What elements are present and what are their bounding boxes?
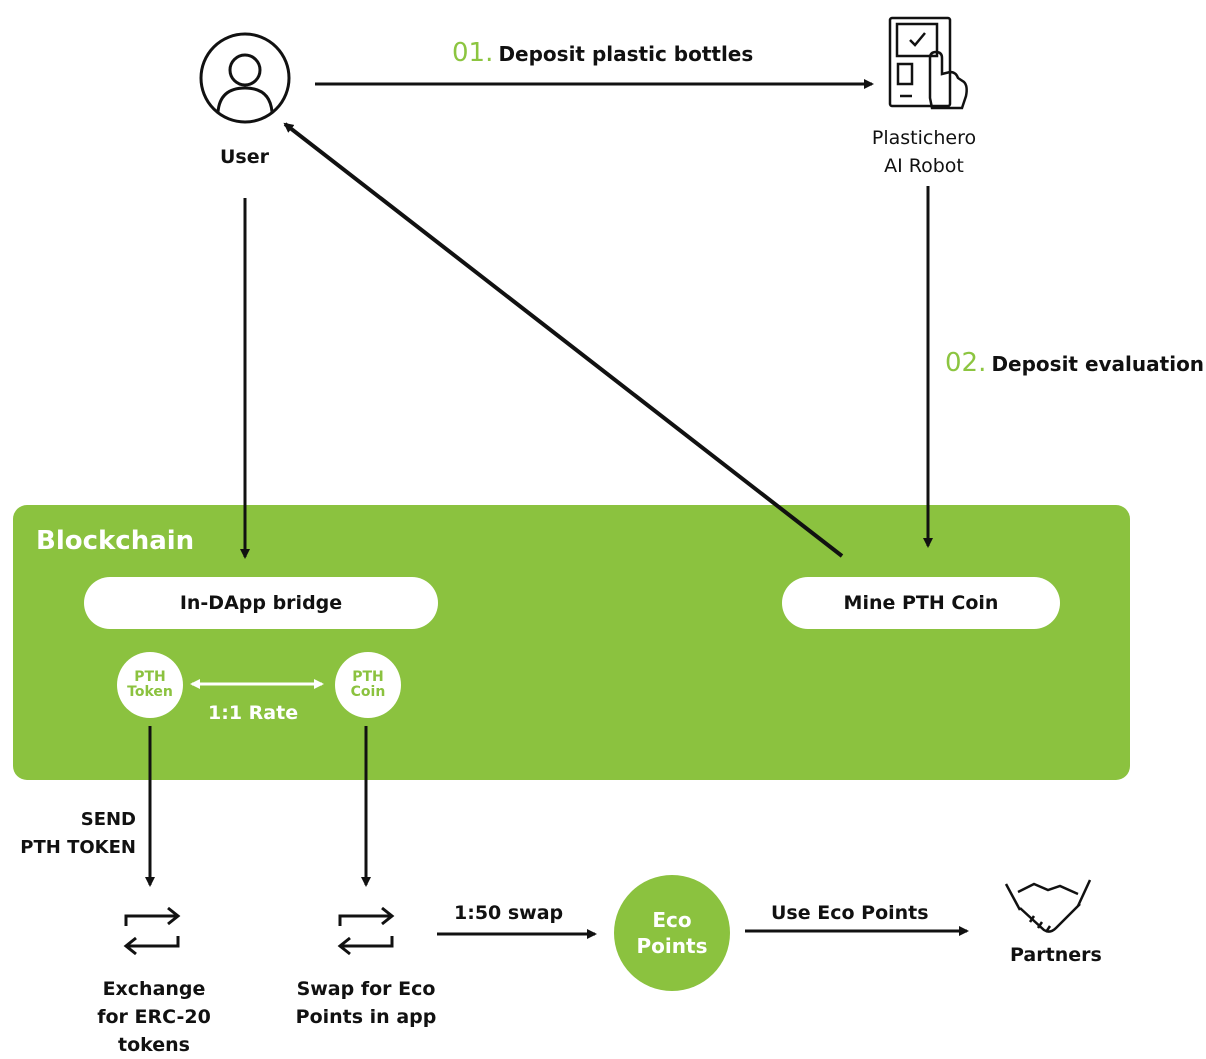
step2-text: Deposit evaluation: [991, 352, 1205, 376]
robot-label-line2: AI Robot: [884, 155, 964, 177]
eco-line1: Eco: [652, 908, 692, 932]
eco-points-node: Eco Points: [614, 875, 730, 991]
send-line1: SEND: [80, 809, 136, 830]
use-eco-points-label: Use Eco Points: [771, 902, 929, 924]
user-icon: [199, 32, 291, 124]
exchange-label: Exchange for ERC-20 tokens: [80, 975, 228, 1059]
pth-token-line2: Token: [127, 684, 173, 700]
send-line2: PTH TOKEN: [20, 837, 136, 858]
robot-label: Plastichero AI Robot: [858, 124, 990, 180]
partners-label: Partners: [1010, 944, 1102, 966]
step1-label: 01. Deposit plastic bottles: [452, 38, 753, 68]
mine-pth-coin-node: Mine PTH Coin: [782, 577, 1060, 629]
swap-line2: Points in app: [295, 1006, 437, 1028]
exchange-line1: Exchange: [102, 978, 206, 1000]
step1-text: Deposit plastic bottles: [498, 42, 754, 66]
swap-label: Swap for Eco Points in app: [286, 975, 446, 1031]
swap-rate-label: 1:50 swap: [454, 902, 564, 924]
step2-number: 02.: [945, 348, 987, 378]
blockchain-panel: [13, 505, 1130, 780]
send-pth-token-label: SEND PTH TOKEN: [12, 806, 136, 862]
step2-label: 02. Deposit evaluation: [945, 348, 1204, 378]
pth-coin-line1: PTH: [352, 669, 384, 685]
in-dapp-bridge-node: In-DApp bridge: [84, 577, 438, 629]
rate-label: 1:1 Rate: [208, 702, 299, 724]
pth-token-node: PTH Token: [117, 652, 183, 718]
eco-line2: Points: [636, 934, 708, 958]
exchange-line2: for ERC-20: [97, 1006, 211, 1028]
handshake-icon: [1004, 879, 1092, 933]
kiosk-touch-icon: [888, 16, 968, 110]
swap-arrows-icon: [337, 906, 395, 956]
robot-label-line1: Plastichero: [871, 127, 977, 149]
pth-coin-line2: Coin: [350, 684, 386, 700]
swap-arrows-icon: [123, 906, 181, 956]
exchange-line3: tokens: [118, 1034, 190, 1056]
user-label: User: [220, 146, 269, 168]
blockchain-title: Blockchain: [36, 526, 195, 556]
pth-coin-node: PTH Coin: [335, 652, 401, 718]
step1-number: 01.: [452, 38, 494, 68]
swap-line1: Swap for Eco: [296, 978, 436, 1000]
pth-token-line1: PTH: [134, 669, 166, 685]
